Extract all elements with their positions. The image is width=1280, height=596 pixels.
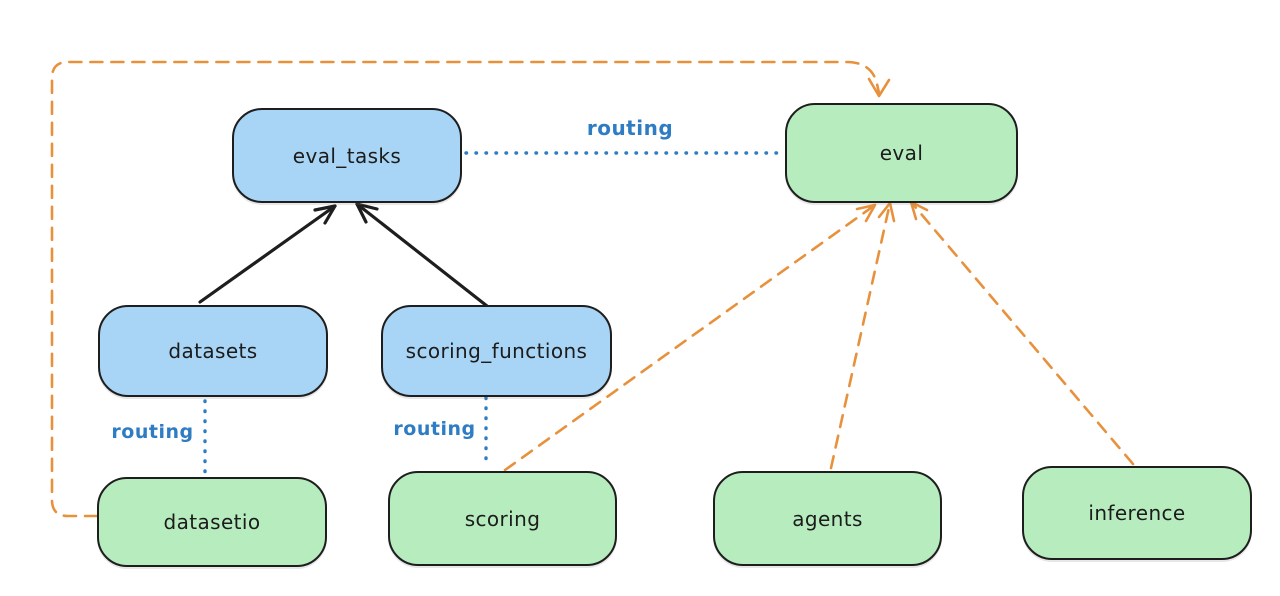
arrowhead-datasets-eval_tasks: [313, 204, 337, 225]
node-scoring-label: scoring: [464, 506, 541, 531]
edge-datasets-eval_tasks: [198, 204, 337, 304]
node-datasetio-label: datasetio: [163, 510, 261, 534]
arrowhead-scoring_functions-eval_tasks: [355, 202, 379, 224]
node-inference: inference: [1022, 466, 1252, 560]
edge-label-routing-datasets-datasetio: routing: [111, 421, 194, 443]
arrowhead-agents-eval: [877, 201, 896, 223]
edge-inference-eval: [909, 200, 1135, 466]
node-eval: eval: [785, 103, 1018, 203]
node-scoring: scoring: [388, 471, 617, 566]
node-eval-label: eval: [879, 141, 924, 165]
edge-scoring_functions-eval_tasks: [355, 202, 489, 308]
node-scoring_functions: scoring_functions: [381, 305, 612, 397]
node-datasets-label: datasets: [168, 339, 258, 363]
node-scoring_functions-label: scoring_functions: [405, 339, 588, 363]
edge-agents-eval: [829, 201, 892, 470]
arrowhead-datasetio-eval: [867, 77, 891, 98]
edge-label-routing-eval_tasks-eval: routing: [586, 116, 674, 140]
node-datasets: datasets: [98, 305, 328, 397]
arrowhead-inference-eval: [909, 200, 929, 221]
node-agents: agents: [713, 471, 942, 566]
node-inference-label: inference: [1088, 501, 1186, 525]
arrowhead-scoring-eval: [855, 203, 877, 223]
edge-datasetio-eval: [50, 60, 881, 518]
node-agents-label: agents: [792, 506, 863, 531]
node-eval_tasks: eval_tasks: [232, 108, 462, 203]
edge-label-routing-scoring_functions-scoring: routing: [393, 418, 476, 440]
node-eval_tasks-label: eval_tasks: [292, 143, 402, 168]
node-datasetio: datasetio: [97, 477, 327, 567]
